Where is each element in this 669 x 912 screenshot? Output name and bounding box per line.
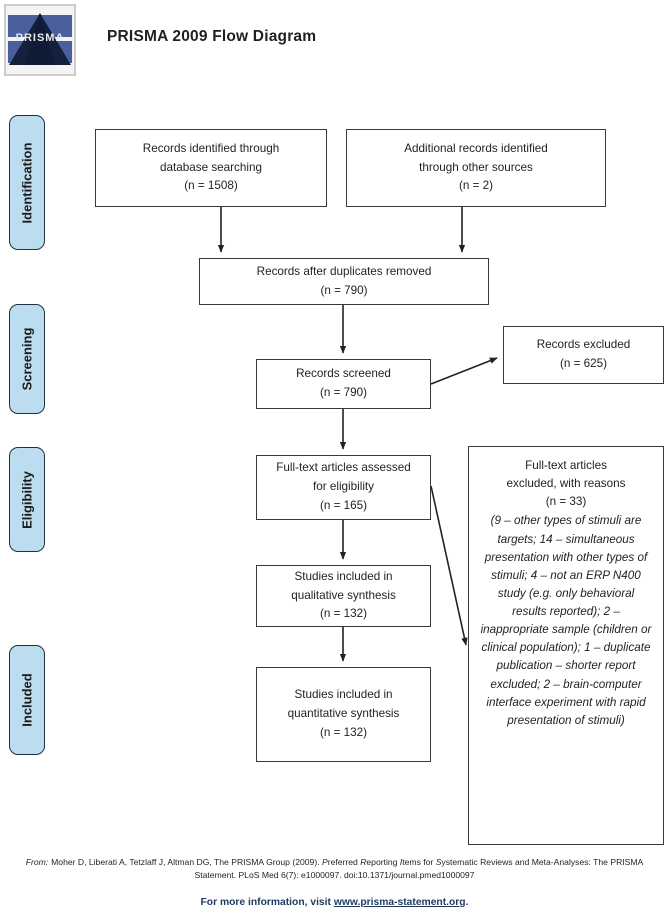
box-records-identified-database: Records identified through database sear…: [95, 129, 327, 207]
page-title: PRISMA 2009 Flow Diagram: [107, 28, 317, 45]
footer-citation-i2: R: [360, 857, 367, 867]
box-studies-qualitative-synthesis: Studies included in qualitative synthesi…: [256, 565, 431, 627]
footer-info-prefix: For more information, visit: [200, 897, 334, 908]
box-line: database searching: [159, 160, 262, 174]
box-line: quantitative synthesis: [287, 707, 400, 721]
stage-label-included: Included: [9, 645, 45, 755]
box-line: Studies included in: [294, 688, 393, 702]
box-line: Additional records identified: [404, 141, 548, 155]
box-fulltext-excluded-with-reasons: Full-text articles excluded, with reason…: [468, 446, 664, 845]
box-fulltext-assessed-eligibility: Full-text articles assessed for eligibil…: [256, 455, 431, 520]
stage-label-screening-text: Screening: [19, 327, 35, 391]
box-line: Records screened: [296, 367, 391, 381]
prisma-logo-graphic: PRISMA: [5, 5, 75, 75]
footer-citation-i3: I: [399, 857, 403, 867]
box-records-screened: Records screened (n = 790): [256, 359, 431, 409]
box-additional-records-other-sources: Additional records identified through ot…: [346, 129, 606, 207]
box-count: (n = 790): [319, 386, 368, 399]
box-count: (n = 132): [319, 725, 368, 739]
footer-citation-i1: P: [321, 857, 328, 867]
footer-citation-t1: referred: [327, 857, 361, 867]
footer-citation-tail: ystematic Reviews and Meta-Analyses: The…: [194, 857, 644, 881]
stage-label-identification-text: Identification: [19, 142, 35, 223]
footer-info-suffix: .: [465, 897, 469, 908]
footer-more-information: For more information, visit www.prisma-s…: [0, 897, 669, 908]
stage-label-included-text: Included: [19, 673, 35, 727]
prisma-statement-link[interactable]: www.prisma-statement.org: [333, 897, 466, 908]
box-count: (n = 1508): [184, 179, 238, 193]
stage-label-eligibility: Eligibility: [9, 447, 45, 552]
box-line: for eligibility: [312, 480, 375, 494]
box-count: (n = 165): [319, 498, 368, 512]
box-line: Records after duplicates removed: [256, 264, 432, 278]
footer-citation: From:Moher D, Liberati A, Tetzlaff J, Al…: [16, 856, 653, 883]
box-count: (n = 33): [545, 495, 587, 509]
footer-citation-t3: tems for: [402, 857, 436, 867]
stage-label-screening: Screening: [9, 304, 45, 414]
box-count: (n = 2): [458, 179, 494, 193]
prisma-logo: PRISMA: [4, 4, 76, 76]
box-records-after-duplicates-removed: Records after duplicates removed (n = 79…: [199, 258, 489, 305]
stage-label-identification: Identification: [9, 115, 45, 250]
box-line: excluded, with reasons: [506, 477, 626, 491]
box-count: (n = 132): [319, 607, 368, 621]
box-studies-quantitative-synthesis: Studies included in quantitative synthes…: [256, 667, 431, 762]
box-exclusion-reasons-detail: (9 – other types of stimuli are targets;…: [480, 514, 652, 727]
box-line: Records excluded: [536, 338, 631, 352]
box-line: through other sources: [419, 160, 533, 174]
box-line: Records identified through: [142, 141, 280, 155]
box-line: Full-text articles assessed: [276, 461, 411, 475]
footer-from-label: From:: [25, 857, 49, 867]
box-count: (n = 625): [559, 357, 608, 370]
footer-citation-t2: eporting: [366, 857, 400, 867]
box-records-excluded: Records excluded (n = 625): [503, 326, 664, 384]
box-line: Studies included in: [294, 569, 393, 583]
stage-label-eligibility-text: Eligibility: [19, 470, 35, 529]
footer-citation-authors: Moher D, Liberati A, Tetzlaff J, Altman …: [51, 857, 322, 867]
box-count: (n = 790): [320, 283, 368, 297]
box-line: qualitative synthesis: [291, 588, 396, 602]
footer-citation-i4: S: [435, 857, 442, 867]
box-line: Full-text articles: [525, 459, 607, 472]
svg-text:PRISMA: PRISMA: [16, 32, 65, 44]
